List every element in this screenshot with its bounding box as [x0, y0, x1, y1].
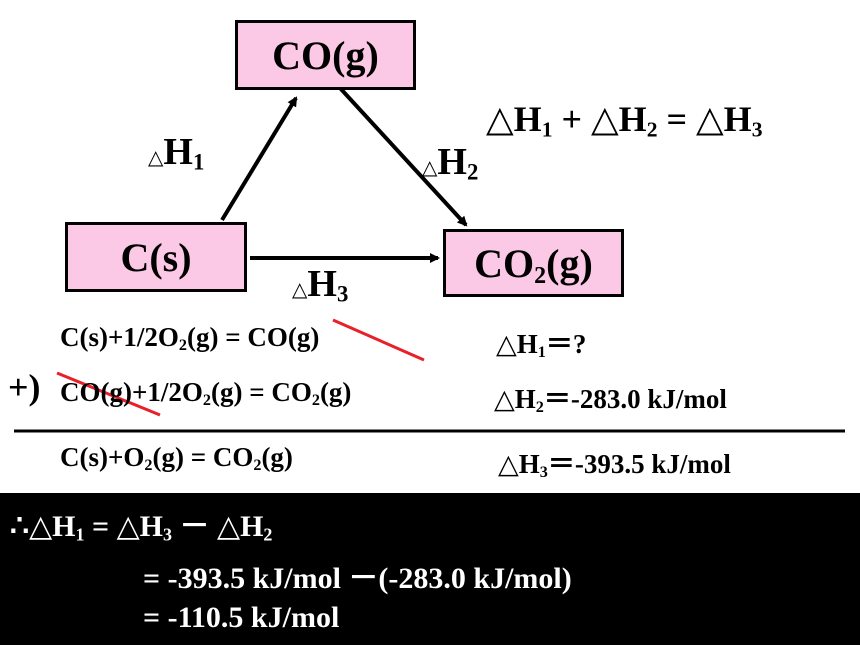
- equation-1: C(s)+1/2O2(g) = CO(g): [60, 322, 320, 355]
- equation-3: C(s)+O2(g) = CO2(g): [60, 442, 293, 475]
- equation-3-dh: △H3＝-393.5 kJ/mol: [498, 449, 731, 482]
- conclusion-panel: ∴△H1 = △H3 － △H2 = -393.5 kJ/mol －(-283.…: [0, 493, 860, 645]
- co-box: CO(g): [235, 20, 416, 90]
- strike-co-reactant: [56, 371, 161, 417]
- hess-relation: △H1 + △H2 = △H3: [486, 99, 763, 142]
- arrow-c-to-co: [220, 96, 298, 222]
- equation-2-prefix: +): [8, 367, 41, 407]
- dh2-label: △H2: [422, 141, 479, 185]
- strike-co-product: [332, 318, 425, 362]
- co2-label: CO2(g): [474, 240, 593, 289]
- dh1-label: △H1: [148, 131, 205, 175]
- conclusion-line-1: ∴△H1 = △H3 － △H2: [10, 510, 273, 545]
- c-box: C(s): [65, 222, 247, 292]
- dh3-label: △H3: [292, 263, 349, 307]
- conclusion-line-2: = -393.5 kJ/mol －(-283.0 kJ/mol): [143, 562, 572, 595]
- co2-box: CO2(g): [443, 229, 624, 297]
- conclusion-line-3: = -110.5 kJ/mol: [143, 601, 340, 634]
- equation-1-dh: △H1＝?: [496, 329, 587, 362]
- equation-2: CO(g)+1/2O2(g) = CO2(g): [60, 377, 352, 410]
- co-label: CO(g): [272, 32, 379, 78]
- c-label: C(s): [120, 234, 192, 280]
- equation-2-dh: △H2＝-283.0 kJ/mol: [494, 384, 727, 417]
- arrow-co-to-co2: [338, 86, 468, 227]
